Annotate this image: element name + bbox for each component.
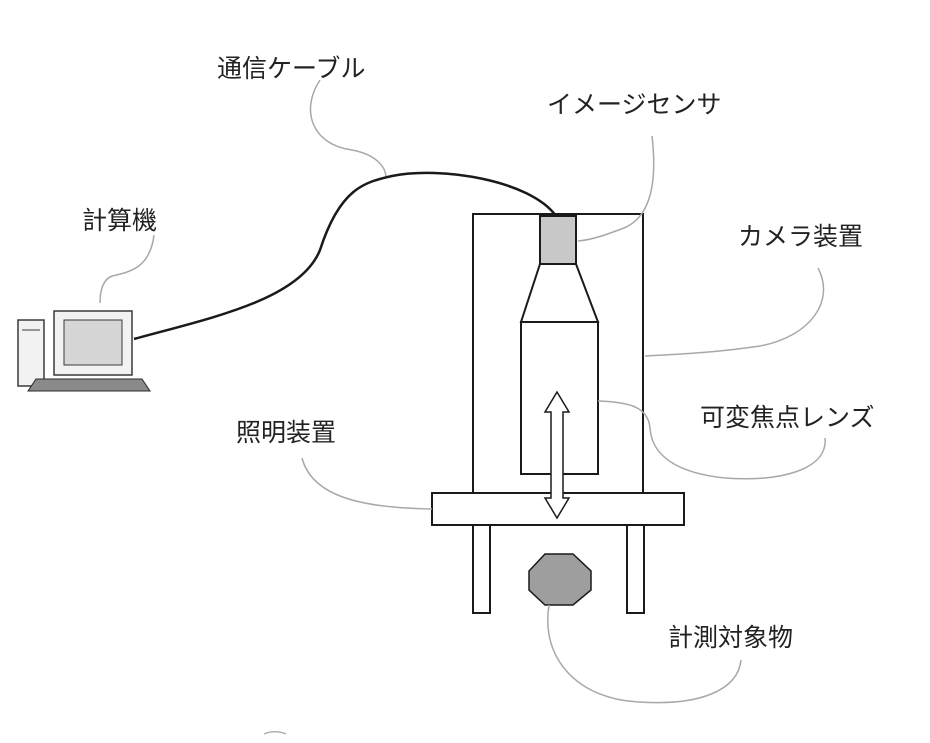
leader-lens [597,400,826,480]
label-communication-cable: 通信ケーブル [217,54,366,83]
computer-keyboard [27,378,151,392]
label-lighting-device: 照明装置 [236,418,337,447]
computer-icon [17,310,151,392]
lens-taper [519,263,600,323]
support-leg-right [626,524,645,614]
support-leg-left [472,524,491,614]
leader-image-sensor [577,135,655,242]
bottom-stray-mark [263,731,287,735]
leader-target [547,604,742,704]
leader-cable [309,79,387,177]
focus-direction-arrow [543,390,571,520]
label-measurement-target: 計測対象物 [668,623,794,652]
label-computer: 計算機 [82,206,158,235]
computer-screen [63,319,123,366]
leader-camera [644,267,825,357]
label-camera-device: カメラ装置 [738,222,864,251]
label-image-sensor: イメージセンサ [547,90,722,119]
label-variable-focus-lens: 可変焦点レンズ [700,403,875,432]
image-sensor-block [539,215,577,265]
leader-computer [99,234,155,304]
leader-lighting [301,457,433,510]
measurement-target [528,553,592,606]
communication-cable [133,171,558,341]
